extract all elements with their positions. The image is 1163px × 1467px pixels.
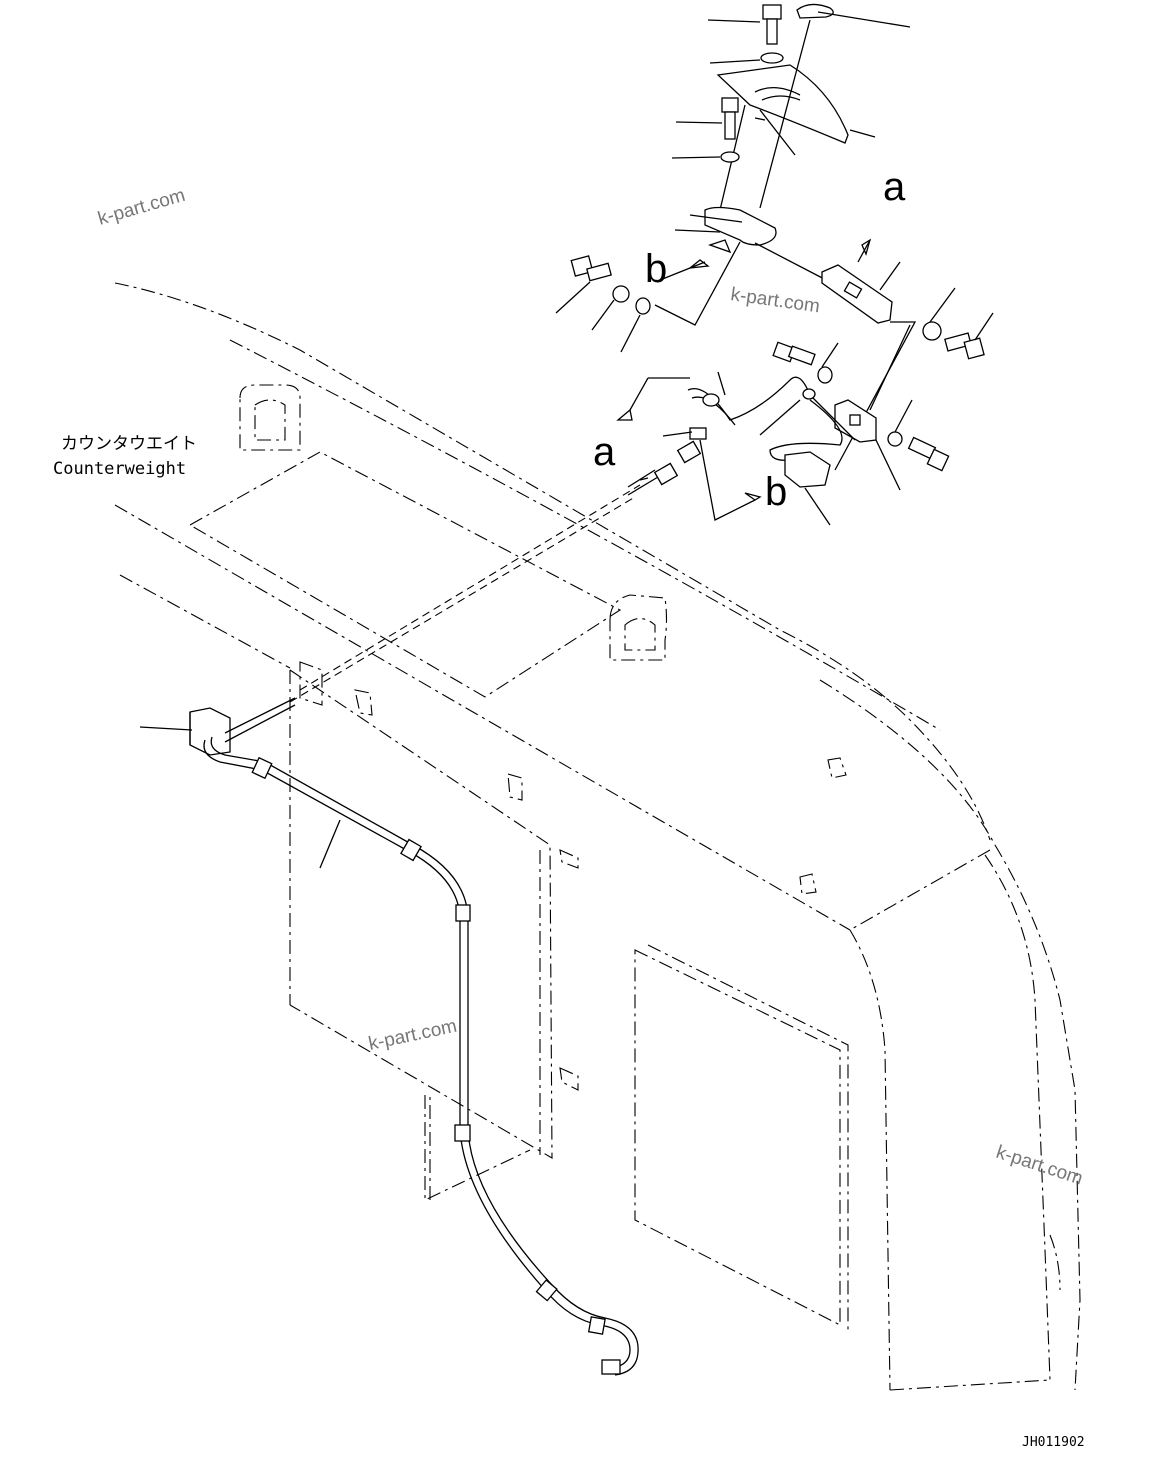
bracket-assembly <box>555 206 831 353</box>
counterweight-en-label: Counterweight <box>53 459 186 479</box>
watermark-1: k-part.com <box>96 185 188 230</box>
wiring-harness <box>139 484 641 1376</box>
cover-assembly <box>671 3 911 211</box>
ref-a-bottom: a <box>593 430 616 474</box>
watermark-2: k-part.com <box>729 284 821 317</box>
ref-b-top: b <box>645 247 667 291</box>
ref-a-top: a <box>883 165 906 209</box>
switch-plate <box>821 238 994 471</box>
watermark-3: k-part.com <box>367 1016 459 1055</box>
counterweight-outline <box>114 282 1081 1391</box>
drawing-code: JH011902 <box>1022 1435 1085 1450</box>
counterweight-jp-label: カウンタウエイト <box>61 434 197 454</box>
side-panels <box>289 669 849 1330</box>
ref-b-bottom: b <box>765 470 787 514</box>
watermark-4: k-part.com <box>993 1142 1085 1190</box>
lower-switch-assembly <box>616 341 950 526</box>
